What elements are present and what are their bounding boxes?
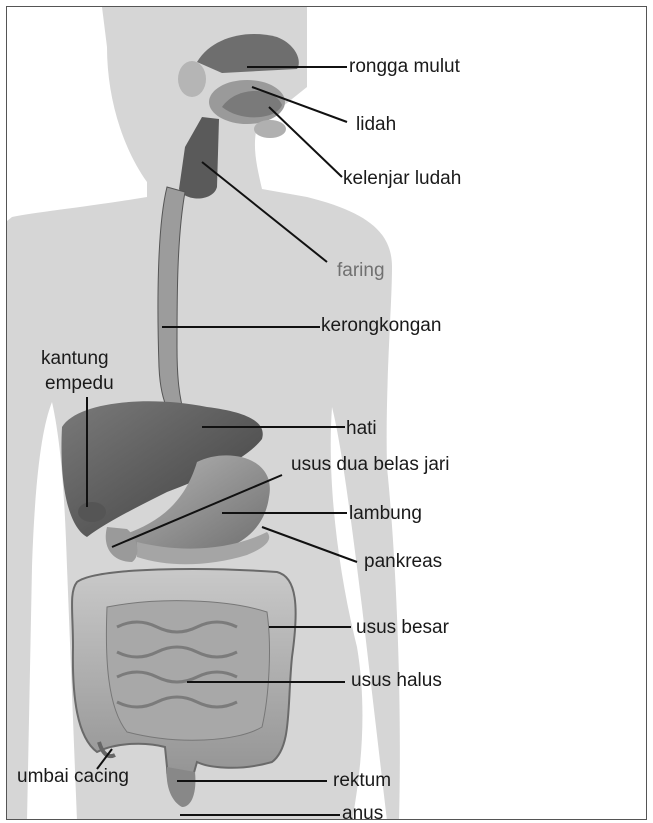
label-kelenjar-ludah: kelenjar ludah (343, 169, 461, 188)
label-pankreas: pankreas (364, 552, 442, 571)
digestive-system-illustration (7, 7, 647, 820)
label-faring: faring (337, 261, 385, 280)
label-anus: anus (342, 804, 383, 820)
label-usus-halus: usus halus (351, 671, 442, 690)
gallbladder-shape (78, 502, 106, 522)
label-lambung: lambung (349, 504, 422, 523)
label-usus-dua-belas-jari: usus dua belas jari (291, 455, 449, 474)
label-lidah: lidah (356, 115, 396, 134)
label-kantung-empedu-line2: empedu (45, 374, 114, 393)
label-rektum: rektum (333, 771, 391, 790)
label-hati: hati (346, 419, 377, 438)
label-umbai-cacing: umbai cacing (17, 767, 129, 786)
line-kelenjar-ludah (269, 107, 342, 177)
label-kerongkongan: kerongkongan (321, 316, 441, 335)
label-usus-besar: usus besar (356, 618, 449, 637)
label-rongga-mulut: rongga mulut (349, 57, 460, 76)
label-kantung-empedu-line1: kantung (41, 349, 109, 368)
salivary-gland-shape (178, 61, 206, 97)
salivary-gland-shape-2 (254, 120, 286, 138)
diagram-frame: rongga mulut lidah kelenjar ludah faring… (6, 6, 647, 820)
